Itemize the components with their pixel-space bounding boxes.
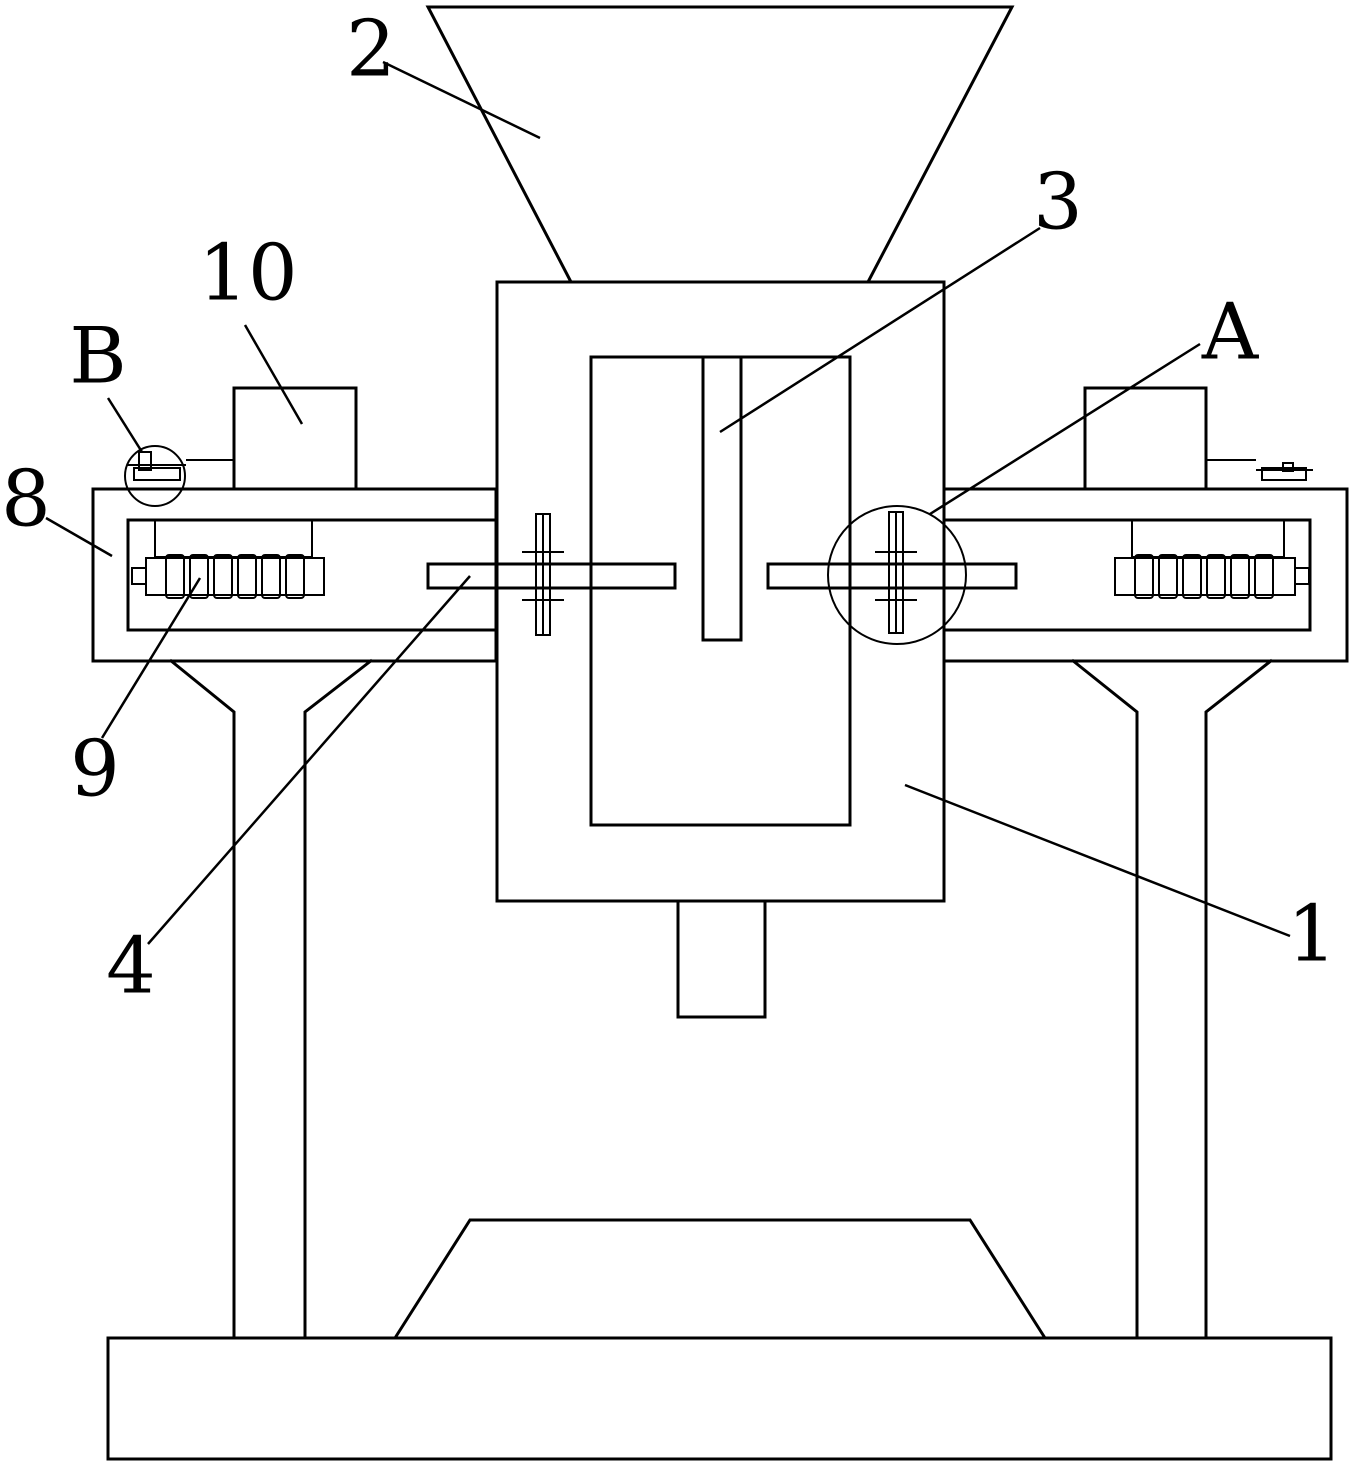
right-shaft (768, 512, 1016, 633)
hopper (428, 7, 1012, 282)
label-2: 2 (346, 5, 396, 95)
base-plate (108, 1338, 1331, 1459)
right-motor (1085, 388, 1206, 489)
label-10: 10 (198, 229, 297, 319)
inner-chamber (591, 357, 850, 825)
left-shaft (428, 514, 675, 635)
leader-line-1 (905, 785, 1290, 936)
label-3: 3 (1033, 158, 1083, 248)
main-body (497, 282, 944, 901)
leader-line-b (108, 398, 142, 452)
label-b: B (69, 312, 126, 402)
left-frame-arm (93, 489, 496, 661)
label-9: 9 (70, 725, 120, 815)
base-trapezoid (395, 1220, 1045, 1338)
outlet (678, 901, 765, 1017)
label-a: A (1201, 288, 1260, 378)
leader-line-8 (46, 518, 112, 556)
right-spring (1115, 555, 1309, 598)
leader-line-10 (245, 325, 302, 424)
vertical-blade (703, 357, 741, 640)
label-1: 1 (1287, 890, 1337, 980)
label-8: 8 (1, 455, 51, 545)
right-frame-arm (944, 489, 1347, 661)
label-4: 4 (106, 922, 156, 1012)
leader-line-9 (102, 578, 200, 738)
left-leg (170, 660, 372, 1338)
right-bracket (1206, 460, 1313, 480)
left-bracket (127, 452, 234, 480)
right-leg (1072, 660, 1272, 1338)
left-motor (234, 388, 356, 489)
left-spring (132, 555, 324, 598)
